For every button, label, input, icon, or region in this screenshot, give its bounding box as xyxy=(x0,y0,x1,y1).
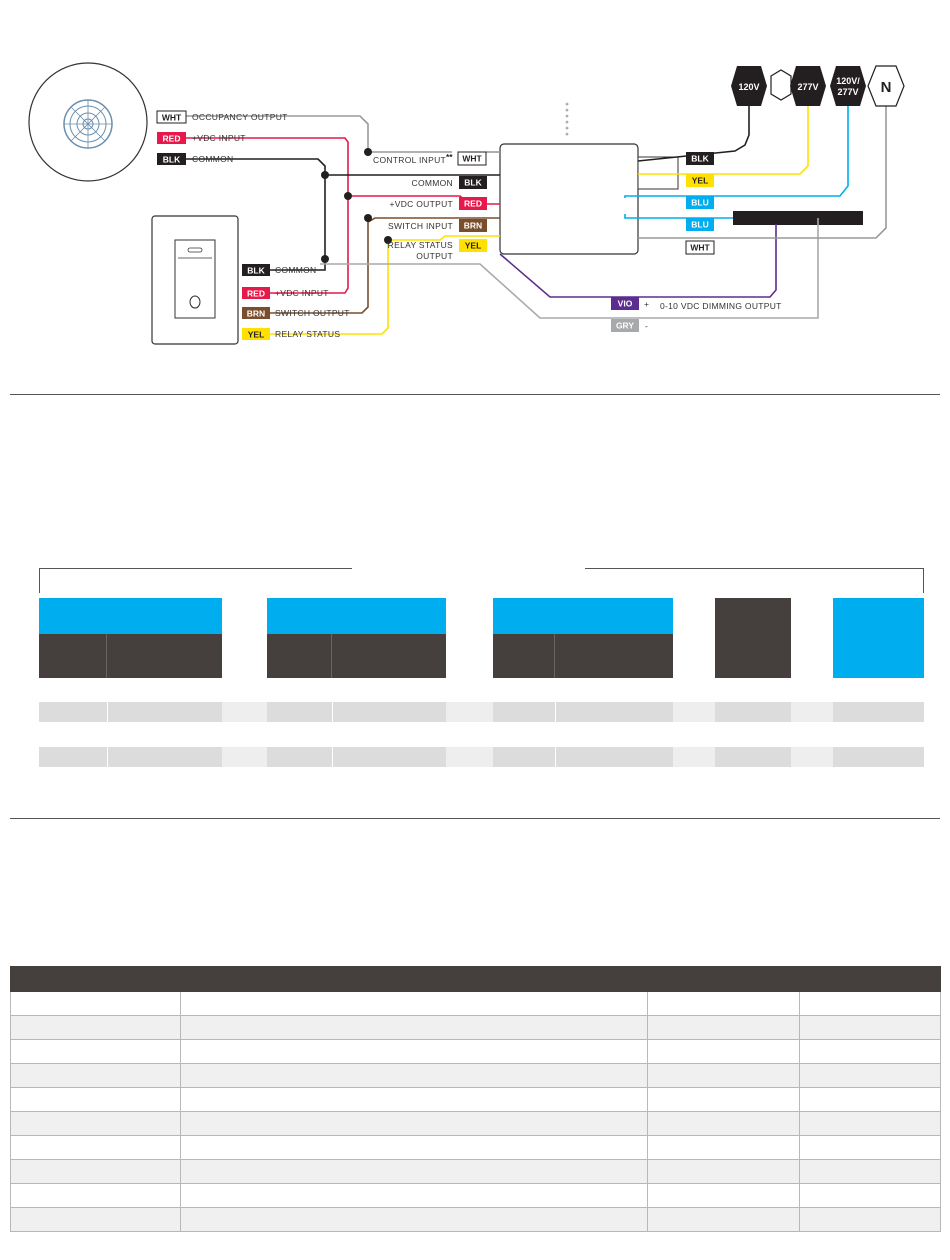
subheader-1b xyxy=(107,634,222,678)
label-switch-relay-status: RELAY STATUS xyxy=(275,329,340,339)
switch-led-icon xyxy=(189,295,201,309)
column-header-3 xyxy=(493,598,673,634)
terminal-unused xyxy=(770,69,792,101)
wire-grey-sw xyxy=(320,218,819,319)
tag-pack-red: RED xyxy=(464,199,482,209)
dim-minus: - xyxy=(645,321,648,331)
terminal-120-277v: 120V/ 277V xyxy=(830,66,866,106)
control-input-footnote-mark: ** xyxy=(446,152,453,162)
table-header-row xyxy=(10,966,941,992)
wire-out-white xyxy=(638,100,887,239)
label-relay-status-line1: RELAY STATUS xyxy=(388,240,453,250)
tag-pack-black: BLK xyxy=(464,178,482,188)
label-sensor-vdc-input: +VDC INPUT xyxy=(192,133,246,143)
column-header-1 xyxy=(39,598,222,634)
tag-switch-brown: BRN xyxy=(247,309,265,319)
spec-table xyxy=(10,966,941,1232)
table-row xyxy=(10,1087,941,1112)
section-divider-2 xyxy=(10,818,940,819)
subheader-2a xyxy=(267,634,332,678)
tag-out-black: BLK xyxy=(691,154,709,164)
label-switch-output: SWITCH OUTPUT xyxy=(275,308,350,318)
subheader-3b xyxy=(555,634,673,678)
terminal-neutral: N xyxy=(867,65,905,107)
column-header-5 xyxy=(833,598,924,678)
terminal-277v: 277V xyxy=(790,66,826,106)
data-row-2 xyxy=(39,747,924,767)
group-bracket-left xyxy=(39,568,352,593)
tag-out-yellow: YEL xyxy=(692,176,709,186)
power-pack xyxy=(499,102,863,255)
svg-text:N: N xyxy=(881,79,892,96)
wire-black xyxy=(186,158,326,271)
table-row xyxy=(10,1135,941,1160)
wire-white xyxy=(186,115,452,153)
tag-pack-yellow: YEL xyxy=(465,241,482,251)
tag-occupancy-color: WHT xyxy=(162,113,182,123)
label-sensor-common: COMMON xyxy=(192,154,233,164)
label-control-input: CONTROL INPUT xyxy=(373,155,446,165)
svg-text:120V: 120V xyxy=(738,82,759,92)
dim-plus: + xyxy=(644,299,649,309)
table-row xyxy=(10,1159,941,1184)
wiring-diagram: WHT OCCUPANCY OUTPUT RED +VDC INPUT BLK … xyxy=(28,62,905,345)
tag-switch-red: RED xyxy=(247,289,265,299)
label-switch-common: COMMON xyxy=(275,265,316,275)
svg-text:120V/: 120V/ xyxy=(836,76,860,86)
wire-violet xyxy=(499,224,777,298)
label-dimming-output: 0-10 VDC DIMMING OUTPUT xyxy=(660,301,782,311)
table-row xyxy=(10,991,941,1016)
table-row xyxy=(10,1183,941,1208)
table-row xyxy=(10,1111,941,1136)
wire-out-blue1 xyxy=(624,100,849,198)
occupancy-sensor xyxy=(28,62,148,182)
column-header-4 xyxy=(715,598,791,678)
group-bracket-right xyxy=(585,568,924,593)
tag-dim-grey: GRY xyxy=(616,321,634,331)
label-relay-status-line2: OUTPUT xyxy=(416,251,453,261)
svg-text:277V: 277V xyxy=(837,87,858,97)
table-row xyxy=(10,1039,941,1064)
table-row xyxy=(10,1063,941,1088)
label-occupancy-output: OCCUPANCY OUTPUT xyxy=(192,112,288,122)
tag-switch-yellow: YEL xyxy=(248,330,265,340)
tag-out-white: WHT xyxy=(690,243,710,253)
terminal-120v: 120V xyxy=(731,66,767,106)
tag-sensor-black: BLK xyxy=(163,155,181,165)
section-divider-1 xyxy=(10,394,940,395)
subheader-2b xyxy=(332,634,446,678)
tag-out-blue2: BLU xyxy=(691,220,708,230)
data-row-1 xyxy=(39,702,924,722)
load-fixture xyxy=(733,211,863,225)
tag-pack-white: WHT xyxy=(462,154,482,164)
label-switch-input: SWITCH INPUT xyxy=(388,221,453,231)
wire-out-yellow xyxy=(638,100,809,175)
tag-switch-black: BLK xyxy=(247,266,265,276)
subheader-1a xyxy=(39,634,107,678)
wire-out-black xyxy=(637,100,750,162)
label-vdc-output: +VDC OUTPUT xyxy=(389,199,453,209)
tag-out-blue1: BLU xyxy=(691,198,708,208)
tag-dim-violet: VIO xyxy=(618,299,633,309)
subheader-3a xyxy=(493,634,555,678)
table-row xyxy=(10,1207,941,1232)
table-row xyxy=(10,1015,941,1040)
label-pack-common: COMMON xyxy=(412,178,453,188)
svg-text:277V: 277V xyxy=(797,82,818,92)
column-header-2 xyxy=(267,598,446,634)
tag-pack-brown: BRN xyxy=(464,221,482,231)
tag-sensor-red: RED xyxy=(163,134,181,144)
wire-out-blue2 xyxy=(624,214,733,219)
wall-switch xyxy=(151,215,239,345)
label-switch-vdc-input: +VDC INPUT xyxy=(275,288,329,298)
